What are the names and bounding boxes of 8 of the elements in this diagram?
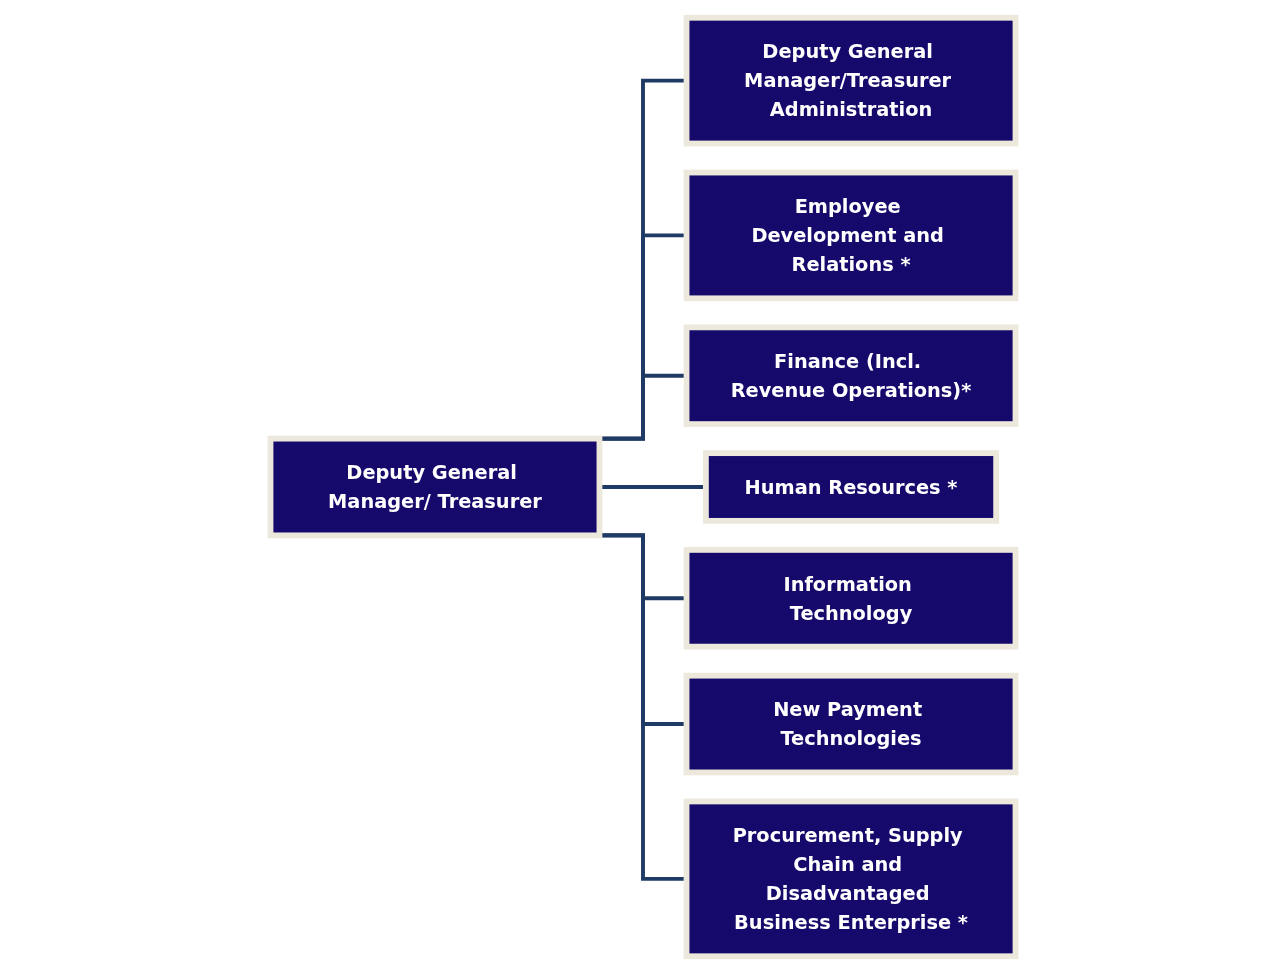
node-box: Information Technology xyxy=(683,547,1018,650)
node-box: Deputy General Manager/ Treasurer xyxy=(267,435,602,539)
node-box: Employee Development and Relations * xyxy=(683,169,1018,302)
node-box: New Payment Technologies xyxy=(683,672,1018,776)
node-box: Deputy General Manager/Treasurer Administration xyxy=(683,14,1018,147)
node-box: Finance (Incl. Revenue Operations)* xyxy=(683,324,1018,427)
node-box: Human Resources * xyxy=(702,450,999,524)
node-box: Procurement, Supply Chain and Disadvantaged Business Enterprise * xyxy=(683,798,1018,960)
